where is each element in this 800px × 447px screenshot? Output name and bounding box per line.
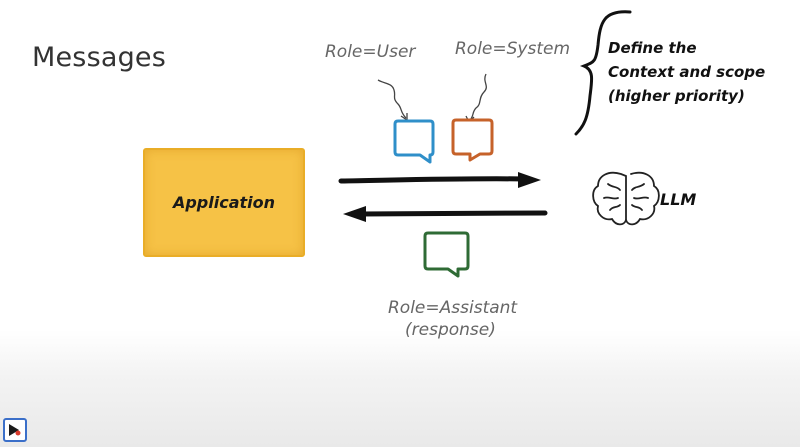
user-bubble-icon <box>393 119 435 164</box>
player-logo-icon[interactable] <box>3 418 27 442</box>
llm-label: LLM <box>660 190 697 209</box>
system-note: Define the Context and scope (higher pri… <box>608 36 765 108</box>
response-arrow-head <box>343 206 366 222</box>
system-note-line: Define the <box>608 39 697 57</box>
user-pointer-arrow <box>377 79 407 119</box>
player-logo-glyph <box>9 424 21 436</box>
application-box: Application <box>143 148 305 257</box>
response-arrow <box>357 210 548 217</box>
assistant-bubble-icon <box>423 231 470 278</box>
bottom-fade <box>0 330 800 447</box>
slide-title: Messages <box>32 42 167 73</box>
application-label: Application <box>172 193 276 212</box>
request-arrow-head <box>518 172 541 188</box>
role-system-label: Role=System <box>455 39 571 59</box>
system-note-line: Context and scope <box>608 63 766 81</box>
system-pointer-arrow <box>469 73 487 121</box>
curly-brace <box>574 10 632 136</box>
system-bubble-icon <box>451 118 494 162</box>
role-user-label: Role=User <box>325 42 416 62</box>
brain-icon <box>592 171 660 226</box>
role-assistant-note: (response) <box>405 320 496 340</box>
role-assistant-label: Role=Assistant <box>388 298 518 318</box>
request-arrow <box>338 176 528 184</box>
system-note-line: (higher priority) <box>608 87 745 105</box>
